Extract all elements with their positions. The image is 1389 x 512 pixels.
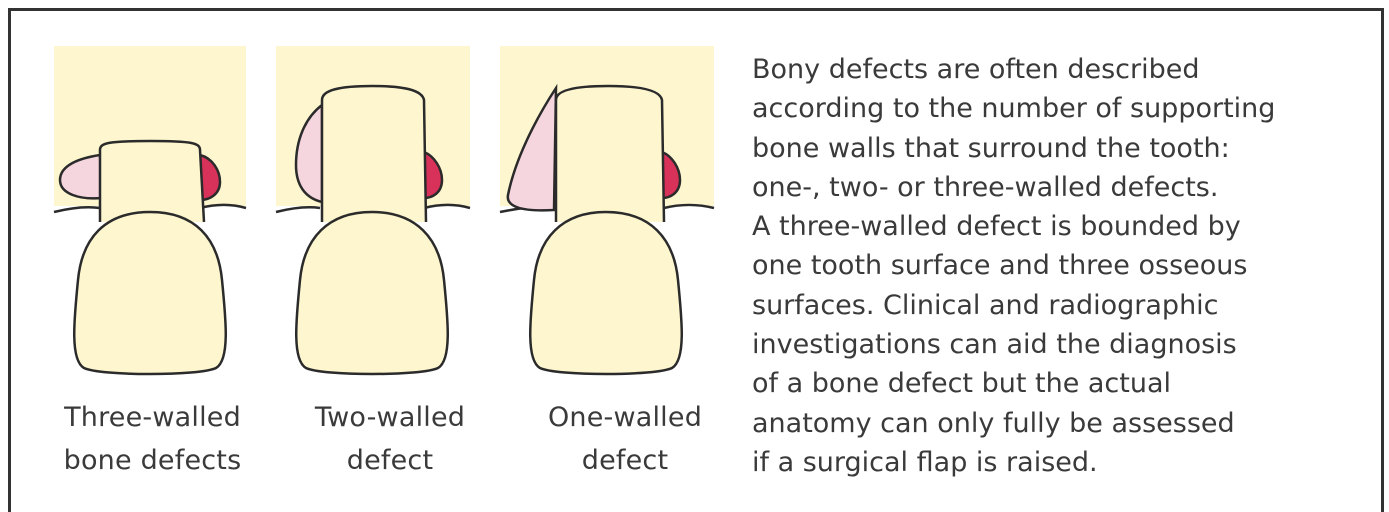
caption-line-1: Three-walled bbox=[40, 396, 265, 439]
description-line: if a surgical flap is raised. bbox=[752, 443, 1382, 482]
bony-defects-description: Bony defects are often described accordi… bbox=[752, 50, 1382, 482]
description-line: surfaces. Clinical and radiographic bbox=[752, 286, 1382, 325]
caption-one-walled: One-walled defect bbox=[530, 396, 720, 482]
caption-line-2: defect bbox=[290, 439, 490, 482]
description-line: according to the number of supporting bbox=[752, 89, 1382, 128]
caption-line-1: One-walled bbox=[530, 396, 720, 439]
caption-line-2: bone defects bbox=[40, 439, 265, 482]
tooth-crown bbox=[530, 212, 682, 374]
description-line: one-, two- or three-walled defects. bbox=[752, 168, 1382, 207]
one-walled-defect-illustration bbox=[0, 0, 720, 400]
description-line: of a bone defect but the actual bbox=[752, 364, 1382, 403]
description-line: anatomy can only fully be assessed bbox=[752, 404, 1382, 443]
description-line: Bony defects are often described bbox=[752, 50, 1382, 89]
description-line: one tooth surface and three osseous bbox=[752, 246, 1382, 285]
description-line: bone walls that surround the tooth: bbox=[752, 129, 1382, 168]
description-line: A three-walled defect is bounded by bbox=[752, 207, 1382, 246]
tooth-root bbox=[556, 86, 664, 222]
caption-line-2: defect bbox=[530, 439, 720, 482]
caption-line-1: Two-walled bbox=[290, 396, 490, 439]
caption-two-walled: Two-walled defect bbox=[290, 396, 490, 482]
caption-three-walled: Three-walled bone defects bbox=[40, 396, 265, 482]
description-line: investigations can aid the diagnosis bbox=[752, 325, 1382, 364]
